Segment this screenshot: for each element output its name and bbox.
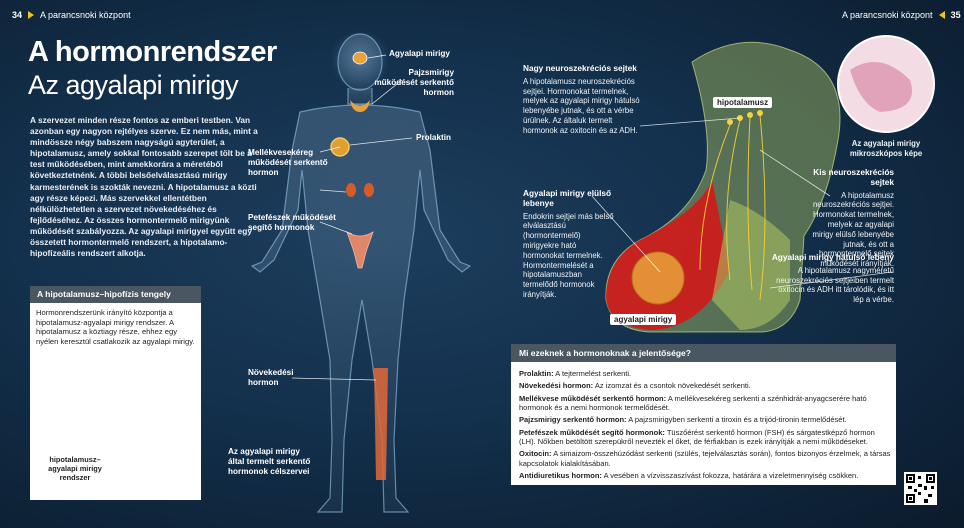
significance-box [511, 344, 896, 485]
left-adrenal-icon [346, 183, 356, 197]
axis-box-heading: A hipotalamusz–hipofízis tengely [30, 286, 201, 303]
term: Petefészek működését segítő hormonok: [519, 427, 665, 437]
label-adrenal: Mellékvesekéreg működését serkentő hormo… [248, 148, 328, 178]
desc: Az izomzat és a csontok növekedését serk… [594, 381, 751, 391]
intro-paragraph: A szervezet minden része fontos az ember… [30, 115, 258, 259]
desc: A pajzsmirigyben serkenti a tiroxin és a… [628, 415, 847, 425]
label-thyroid: Pajzsmirigy működését serkentő hormon [374, 68, 454, 98]
left-page-number: 34 [12, 10, 23, 20]
small-cells-block: Kis neuroszekréciós sejtek A hipotalamus… [810, 167, 894, 269]
list-item: Prolaktin: A tejtermelést serkenti. [519, 369, 891, 379]
left-page-header: 34 A parancsnoki központ [12, 10, 131, 20]
leg-bones-icon [374, 368, 388, 480]
desc: A vesében a vízvisszaszívást fokozza, ha… [603, 471, 859, 481]
hypothalamus-illustration [605, 41, 841, 333]
page-subtitle: Az agyalapi mirigy [28, 70, 239, 100]
brain-label: hipotalamusz–agyalapi mirigy rendszer [48, 455, 102, 482]
list-item: Pajzsmirigy serkentő hormon: A pajzsmiri… [519, 415, 891, 425]
arrow-right-icon [28, 11, 35, 19]
anterior-lobe-title: Agyalapi mirigy elülső lebenye [523, 188, 612, 208]
desc: A simaizom-összehúzódást serkenti (szülé… [519, 449, 891, 468]
posterior-lobe-block: Agyalapi mirigy hátulsó lebeny A hipotal… [770, 252, 894, 305]
desc: Tüszőérést serkentő hormon (FSH) és sárg… [519, 427, 875, 447]
large-cells-title: Nagy neuroszekréciós sejtek [523, 63, 637, 73]
right-section-title: A parancsnoki központ [842, 10, 933, 20]
thyroid-icon [350, 100, 370, 112]
right-page-header: A parancsnoki központ 35 [842, 10, 961, 20]
list-item: Növekedési hormon: Az izomzat és a csont… [519, 381, 891, 391]
large-cells-block: Nagy neuroszekréciós sejtek A hipotalamu… [523, 63, 645, 136]
term: Prolaktin: [519, 369, 554, 378]
arrow-left-icon [938, 11, 945, 19]
significance-heading: Mi ezeknek a hormonoknak a jelentősége? [511, 344, 896, 362]
term: Növekedési hormon: [519, 381, 594, 391]
human-body-figure [250, 33, 472, 513]
label-pituitary: Agyalapi mirigy [389, 49, 450, 58]
pituitary-gland-icon [352, 51, 368, 65]
list-item: Antidiuretikus hormon: A vesében a vízvi… [519, 471, 891, 481]
left-section-title: A parancsnoki központ [40, 10, 131, 20]
term: Pajzsmirigy serkentő hormon: [519, 415, 627, 425]
term: Mellékvese működését serkentő hormon: [519, 393, 667, 403]
list-item: Petefészek működését segítő hormonok: Tü… [519, 428, 891, 447]
label-ovary: Petefészek működését segítő hormonok [248, 213, 336, 233]
list-item: Oxitocin: A simaizom-összehúzódást serke… [519, 449, 891, 468]
small-cells-text: A hipotalamusz neuroszekréciós sejtjei. … [812, 190, 894, 269]
anterior-lobe-block: Agyalapi mirigy elülső lebenye Endokrin … [523, 188, 617, 300]
axis-box-text: Hormonrendszerünk irányító központja a h… [36, 308, 195, 346]
hypothalamus-tag: hipotalamusz [713, 97, 773, 108]
term: Oxitocin: [519, 449, 552, 459]
right-adrenal-icon [364, 183, 374, 197]
pituitary-tag: agyalapi mirigy [610, 314, 677, 325]
label-growth-hormone: Növekedési hormon [248, 368, 294, 388]
term: Antidiuretikus hormon: [519, 471, 602, 481]
right-page-number: 35 [950, 10, 961, 20]
qr-code-icon[interactable] [904, 472, 937, 505]
posterior-lobe-text: A hipotalamusz nagyméretű neuroszekréció… [776, 265, 894, 305]
large-cells-text: A hipotalamusz neuroszekréciós sejtjei. … [523, 76, 640, 135]
desc: A tejtermelést serkenti. [555, 369, 632, 378]
significance-list: Prolaktin: A tejtermelést serkenti. Növe… [519, 369, 891, 484]
desc: A mellékvesekéreg serkenti a szénhidrát-… [519, 393, 867, 413]
uterus-icon [346, 231, 374, 269]
axis-box [30, 303, 201, 500]
list-item: Mellékvese működését serkentő hormon: A … [519, 394, 891, 413]
page-title: A hormonrendszer [28, 36, 277, 68]
posterior-lobe-title: Agyalapi mirigy hátulsó lebeny [771, 252, 894, 262]
label-prolactin: Prolaktin [416, 133, 452, 142]
label-target-organs: Az agyalapi mirigy által termelt serkent… [228, 447, 311, 477]
small-cells-title: Kis neuroszekréciós sejtek [813, 167, 894, 187]
micro-caption: Az agyalapi mirigy mikroszkópos képe [849, 139, 923, 158]
anterior-lobe-text: Endokrin sejtjei más belső elválasztású … [523, 211, 614, 299]
